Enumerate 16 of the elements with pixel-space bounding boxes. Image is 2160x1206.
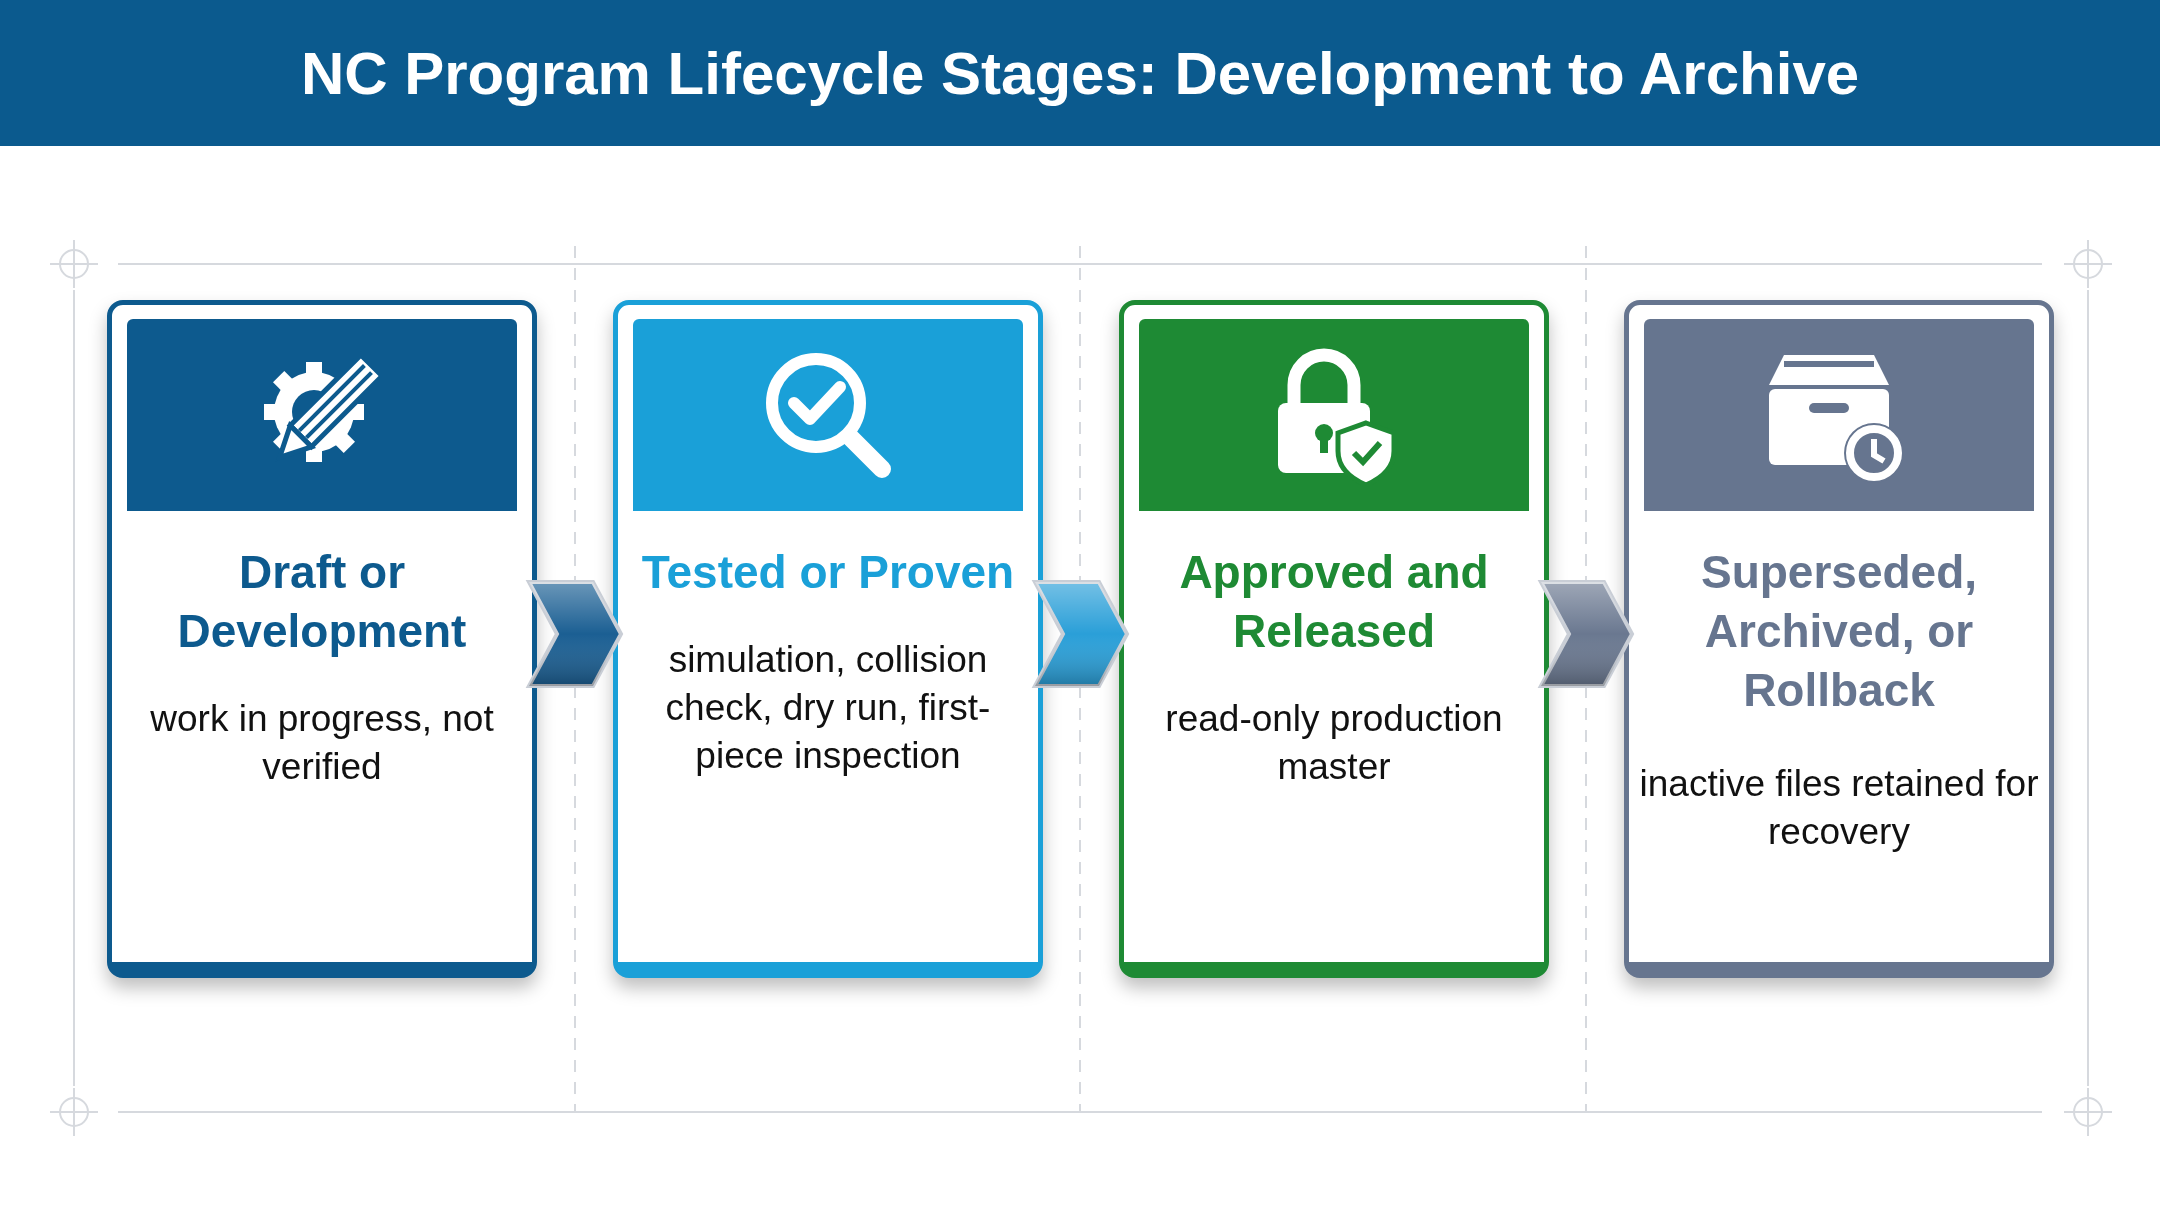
stage-heading: Tested or Proven [640, 545, 1016, 600]
title-banner: NC Program Lifecycle Stages: Development to Archive [0, 0, 2160, 146]
stage-card [107, 300, 537, 978]
chevron-arrow [1031, 580, 1130, 688]
stage-description: inactive files retained for recovery [1639, 762, 2039, 854]
stage-heading: Approved and Released [1178, 545, 1490, 659]
chevron-arrow [525, 580, 624, 688]
stage-heading: Draft or Development [176, 545, 468, 659]
stage-description: simulation, collision check, dry run, first-piece inspection [664, 638, 992, 778]
stage-description: read-only production master [1164, 697, 1504, 789]
stage-description: work in progress, not verified [149, 697, 495, 789]
stage-heading: Superseded, Archived, or Rollback [1699, 545, 1979, 718]
stage-card [613, 300, 1043, 978]
chevron-arrow [1537, 580, 1635, 688]
stage-card [1119, 300, 1549, 978]
stage-card [1624, 300, 2054, 978]
